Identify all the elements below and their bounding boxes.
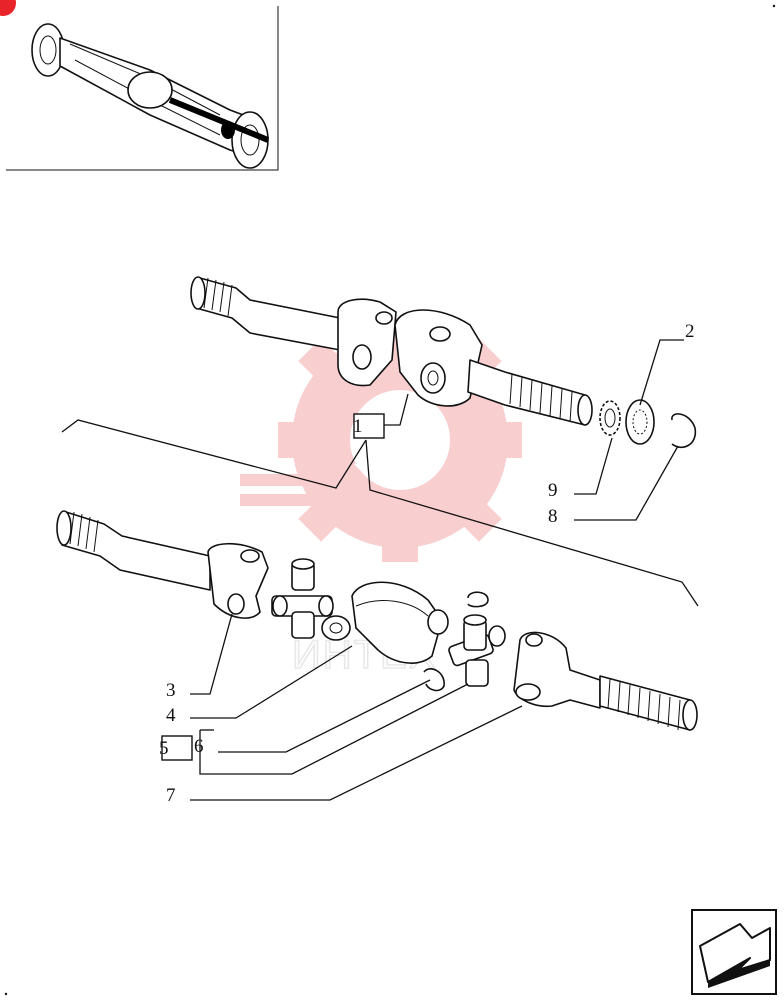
axle-housing-thumbnail [31, 23, 270, 169]
circlip-lower[interactable] [423, 668, 445, 692]
next-page-button[interactable] [691, 909, 777, 995]
corner-badge-icon [0, 0, 16, 16]
snap-ring-8[interactable] [671, 413, 697, 449]
svg-text:4: 4 [166, 705, 176, 726]
callout-7[interactable]: 7 [166, 785, 176, 806]
lower-axle-shaft[interactable] [56, 510, 211, 591]
toothed-washer-9[interactable] [599, 400, 621, 436]
cross-spider-b[interactable] [448, 614, 506, 687]
splined-ring-2[interactable] [625, 399, 655, 445]
svg-text:5: 5 [159, 738, 169, 759]
outer-splined-end[interactable] [599, 675, 698, 731]
circlip-upper[interactable] [467, 591, 489, 608]
leader-lines [61, 339, 699, 801]
svg-text:2: 2 [685, 321, 695, 342]
coupling-body-4[interactable] [321, 581, 449, 664]
thumbnail-locator[interactable] [0, 0, 279, 171]
svg-text:6: 6 [194, 736, 204, 757]
yoke-3[interactable] [207, 542, 269, 619]
callout-2[interactable]: 2 [685, 321, 695, 342]
callout-4[interactable]: 4 [166, 705, 176, 726]
next-page-arrow-icon [699, 923, 771, 988]
cross-spider-a[interactable] [271, 558, 334, 639]
upper-axle-shaft-assembly[interactable] [190, 276, 593, 426]
callout-8[interactable]: 8 [548, 506, 558, 527]
svg-text:8: 8 [548, 506, 558, 527]
svg-text:9: 9 [548, 480, 558, 501]
callout-3[interactable]: 3 [166, 680, 176, 701]
svg-text:1: 1 [353, 416, 363, 437]
scan-dot [772, 4, 776, 8]
yoke-7[interactable] [513, 631, 601, 709]
callout-9[interactable]: 9 [548, 480, 558, 501]
callout-1[interactable]: 1 [353, 413, 385, 439]
svg-text:3: 3 [166, 680, 176, 701]
callout-5[interactable]: 5 [159, 735, 193, 761]
callout-6[interactable]: 6 [194, 736, 204, 757]
scan-dot [4, 992, 8, 996]
svg-text:7: 7 [166, 785, 176, 806]
